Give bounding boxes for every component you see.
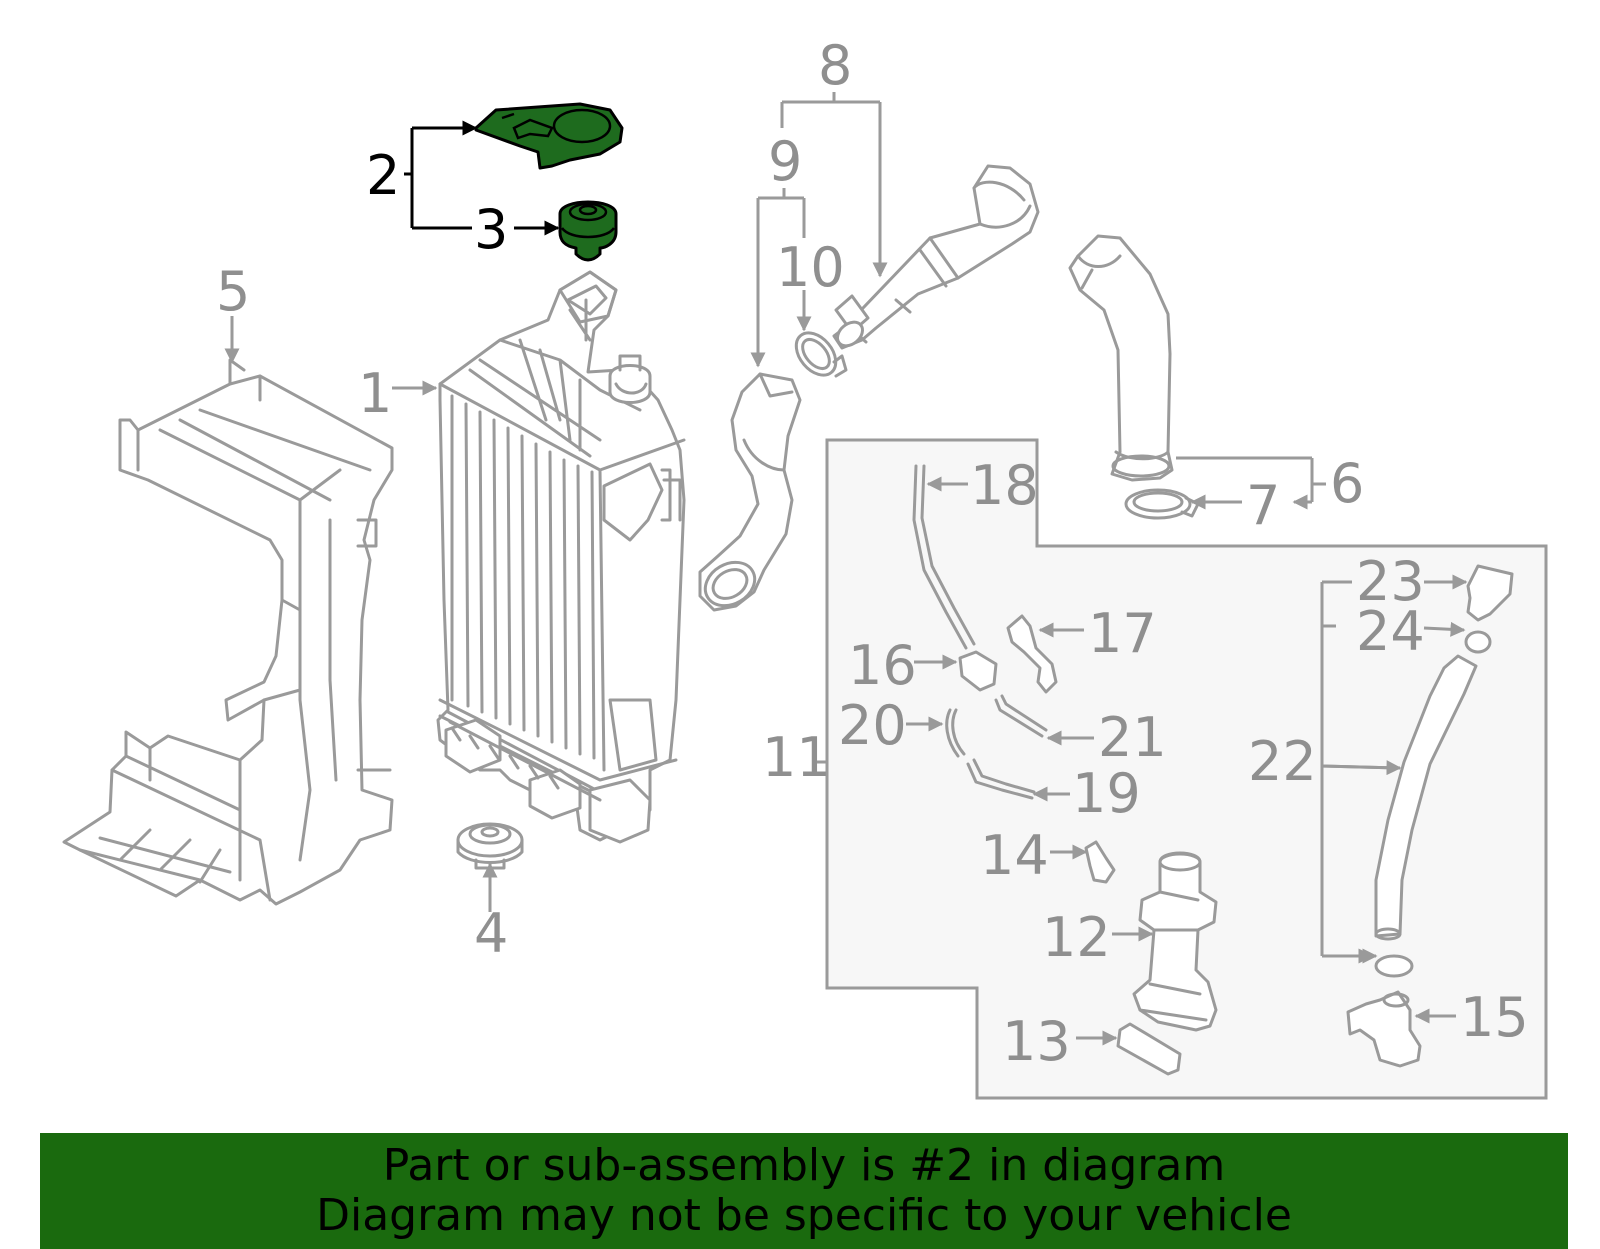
sensor-part-14[interactable] — [1084, 840, 1116, 884]
callout-17: 17 — [1088, 602, 1157, 665]
callout-6: 6 — [1330, 452, 1364, 515]
o-ring-part-24[interactable] — [1464, 630, 1492, 654]
leader-9 — [758, 188, 806, 366]
callout-4: 4 — [474, 902, 508, 965]
inset-panel — [825, 438, 1548, 1100]
charge-hose-part-9[interactable] — [697, 372, 802, 614]
leader-22 — [1320, 580, 1399, 956]
info-banner: Part or sub-assembly is #2 in diagram Di… — [40, 1133, 1568, 1249]
line-part-19[interactable] — [966, 758, 1036, 800]
clamp-part-10[interactable] — [788, 325, 848, 382]
leader-8 — [780, 92, 880, 276]
sensor-part-23[interactable] — [1466, 564, 1514, 622]
clamp-part-7[interactable] — [1124, 488, 1200, 520]
module-part-13[interactable] — [1116, 1022, 1182, 1076]
pump-part-12[interactable] — [1132, 851, 1218, 1032]
grommet-part-4[interactable] — [456, 822, 524, 870]
bracket-part-17[interactable] — [1006, 614, 1058, 694]
charge-pipe-part-8[interactable] — [832, 164, 1040, 351]
callout-2: 2 — [366, 144, 400, 207]
callout-18: 18 — [970, 454, 1039, 517]
callout-22: 22 — [1248, 730, 1317, 793]
callout-15: 15 — [1460, 986, 1529, 1049]
callout-13: 13 — [1002, 1010, 1071, 1073]
callout-21: 21 — [1098, 706, 1167, 769]
callout-1: 1 — [358, 362, 392, 425]
callout-19: 19 — [1072, 762, 1141, 825]
line-part-21[interactable] — [994, 694, 1048, 738]
leader-2-bracket — [404, 128, 476, 228]
hose-clamp-lower — [1374, 954, 1414, 978]
air-deflector-part[interactable] — [62, 358, 394, 906]
highlighted-grommet-part-3[interactable] — [558, 200, 618, 262]
callout-8: 8 — [818, 34, 852, 97]
callout-14: 14 — [980, 824, 1049, 887]
hose-part-20[interactable] — [945, 708, 966, 758]
leader-6 — [1176, 456, 1326, 502]
callout-24: 24 — [1356, 600, 1425, 663]
callout-7: 7 — [1246, 474, 1280, 537]
callout-3: 3 — [474, 198, 508, 261]
banner-line-part-info: Part or sub-assembly is #2 in diagram — [382, 1140, 1226, 1191]
callout-16: 16 — [848, 634, 917, 697]
intercooler-part[interactable] — [436, 270, 686, 844]
valve-part-15[interactable] — [1346, 990, 1422, 1068]
callout-11: 11 — [762, 726, 831, 789]
callout-23: 23 — [1356, 550, 1425, 613]
banner-line-disclaimer: Diagram may not be specific to your vehi… — [316, 1190, 1292, 1241]
callout-5: 5 — [216, 260, 250, 323]
highlighted-bracket-part-2[interactable] — [474, 102, 624, 170]
callout-12: 12 — [1042, 906, 1111, 969]
hose-part-18[interactable] — [912, 464, 976, 650]
callout-9: 9 — [768, 130, 802, 193]
leader-22-to-pipe — [1321, 760, 1402, 776]
leader-24 — [1423, 621, 1466, 637]
callout-20: 20 — [838, 694, 907, 757]
connector-part-16[interactable] — [958, 650, 998, 692]
callout-10: 10 — [776, 236, 845, 299]
hose-part-6[interactable] — [1068, 234, 1174, 482]
